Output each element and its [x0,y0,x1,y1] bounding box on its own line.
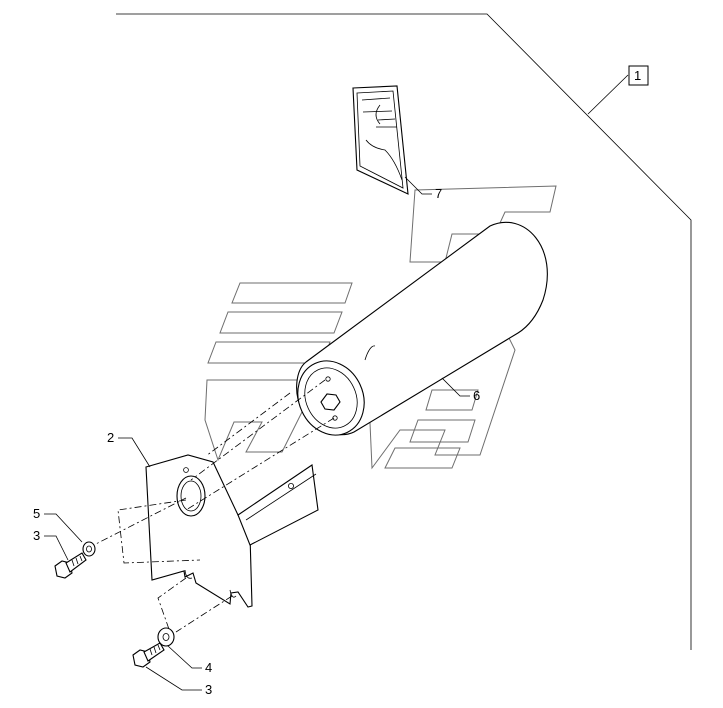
upper-bolt-part-3 [54,552,87,579]
callout-4-label: 4 [205,660,212,675]
callout-5-leader [44,513,83,543]
callout-3-lower-leader [145,666,202,691]
callout-4-leader [167,645,202,669]
callout-2-label: 2 [107,430,114,445]
lower-bolt-part-3 [132,642,165,668]
callout-7-leader [404,176,432,195]
upper-washer-part-5 [82,541,96,557]
lower-washer-part-4 [157,627,175,647]
callout-5-label: 5 [33,506,40,521]
callout-2-leader [118,437,151,468]
instruction-card-part-7 [352,85,409,195]
callout-6-label: 6 [473,388,480,403]
callout-3-upper-leader [44,535,69,561]
group-bracket-line [116,13,692,650]
callout-1-leader [587,74,629,115]
callout-3-upper-label: 3 [33,528,40,543]
callout-1-box [628,65,649,86]
assembly-center-lines [87,379,335,633]
callout-7-label: 7 [435,186,442,201]
callout-1-label: 1 [634,68,641,83]
callout-6-leader [441,377,470,397]
cylinder-part-6 [296,221,548,436]
mounting-bracket-part-2 [145,454,319,608]
callout-3-lower-label: 3 [205,682,212,697]
